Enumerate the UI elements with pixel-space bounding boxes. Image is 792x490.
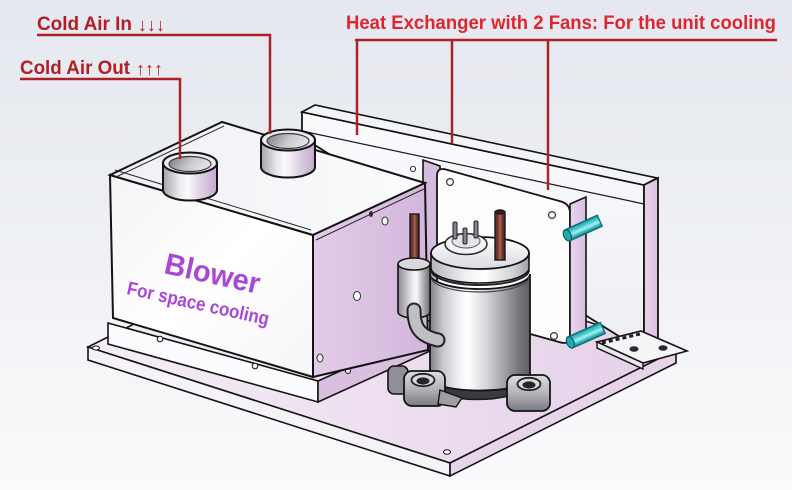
accumulator [397,213,446,348]
fan-panel-screw [547,211,556,220]
refrigerant-pipe-lower [565,321,607,349]
cold-air-in-arrows-icon: ↓↓↓ [138,15,165,35]
blower-unit: Blower For space cooling [107,120,431,404]
vent-hole [353,291,361,301]
lid-seam [115,125,225,178]
port-opening [168,155,212,173]
plate-hole [92,345,100,351]
panel-foot-bracket [594,330,690,371]
cold-air-out-arrows-icon: ↑↑↑ [136,59,163,79]
fan-panel-screw [549,332,558,341]
panel-seam [301,130,645,205]
cold-air-in-leader [37,33,272,134]
cold-air-out-label: Cold Air Out [20,58,131,79]
discharge-pipe-copper [494,209,506,261]
suction-pipe-copper [409,213,420,265]
blower-cabinet [107,120,430,379]
refrigerant-pipe-upper [562,214,604,242]
bracket-front [596,340,644,371]
terminal-pins [452,220,479,245]
vent-hole [316,353,324,363]
port-opening [266,132,310,150]
callout-labels: Cold Air In ↓↓↓ Cold Air Out ↑↑↑ Heat Ex… [20,13,776,79]
vent-hole [369,211,373,217]
compressor [387,209,551,412]
base-plate-front-right-edge [449,348,677,478]
cold-air-in-label: Cold Air In [37,14,132,35]
vent-hole [381,216,389,226]
air-outlet-port [162,151,218,202]
fan-panel-screw [446,178,455,187]
shell-seam [430,269,530,286]
pipe-end-cap [562,229,573,242]
compressor-foot-left [403,370,464,408]
panel-screw-hole [409,165,417,173]
sub-base-screw [251,362,259,370]
fan-panel-side [569,195,587,347]
air-inlet-port [260,128,316,179]
shell-seam [430,276,530,293]
lid-seam [114,169,312,231]
compressor-foot-right [506,374,551,412]
pipe-end-cap [565,336,576,349]
cold-air-out-leader [20,77,182,159]
sub-base-screw [156,335,164,343]
bracket-hole [658,345,668,351]
accumulator-cap [397,257,431,271]
heat-exchanger-right-side [643,176,659,355]
plate-hole [443,449,451,455]
suction-elbow-body [408,304,444,346]
bracket-hole [629,346,639,352]
callout-lines [20,33,777,190]
blower-right-face [312,181,430,379]
heat-exchanger-label: Heat Exchanger with 2 Fans: For the unit… [346,13,776,34]
